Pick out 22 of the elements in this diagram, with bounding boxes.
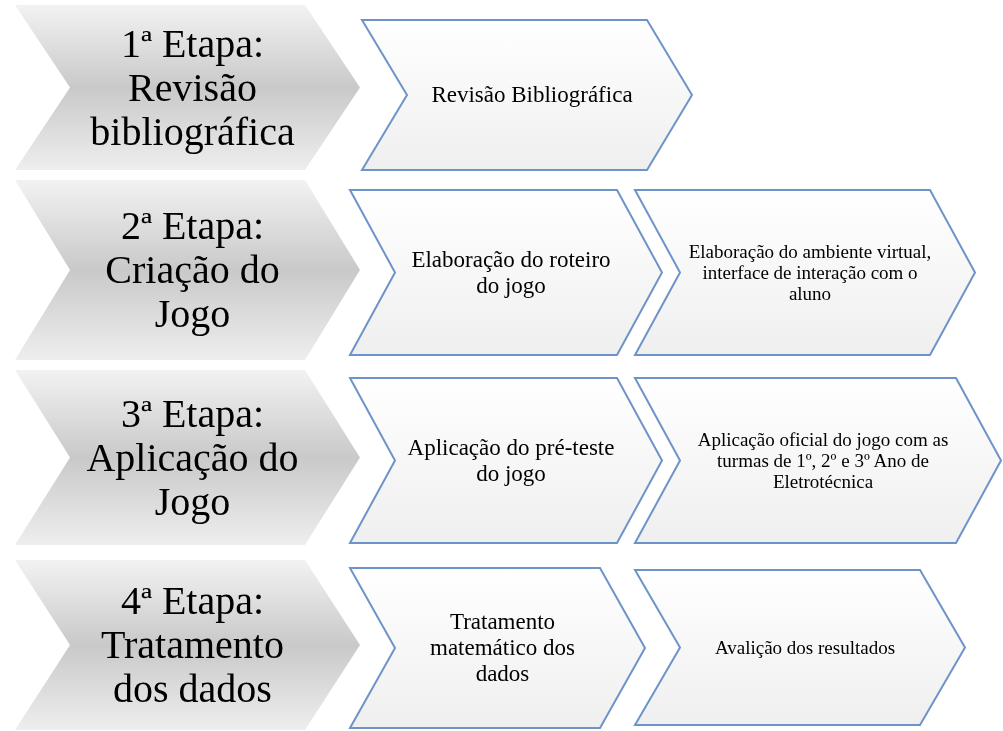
chevron-step	[15, 560, 360, 730]
chevron-step	[15, 5, 360, 170]
chevron-step	[635, 190, 975, 355]
step-label: Elaboração do roteiro do jogo	[410, 246, 612, 299]
step-label: Elaboração do ambiente virtual, interface de interação com o aluno	[687, 240, 933, 305]
chevron-step	[350, 378, 662, 543]
step-label: 2ª Etapa: Criação do Jogo	[104, 204, 281, 336]
chevron-step	[15, 180, 360, 360]
step-label: Tratamento matemático dos dados	[429, 609, 576, 687]
chevron-step	[350, 190, 662, 355]
step-label: 3ª Etapa: Aplicação do Jogo	[85, 391, 300, 524]
step-label: Avalição dos resultados	[714, 636, 896, 659]
chevron-step	[635, 378, 1001, 543]
chevron-step	[635, 570, 965, 725]
chevron-step	[15, 370, 360, 545]
step-label: Revisão Bibliográfica	[431, 82, 633, 108]
step-label: Aplicação oficial do jogo com as turmas de 1º, 2º e 3º Ano de Eletrotécnica	[696, 428, 950, 493]
step-label: 1ª Etapa: Revisão bibliográfica	[89, 21, 296, 154]
chevron-step	[350, 568, 645, 728]
step-label: Aplicação do pré-teste do jogo	[406, 434, 616, 487]
step-label: 4ª Etapa: Tratamento dos dados	[100, 579, 285, 711]
chevron-step	[362, 20, 692, 170]
